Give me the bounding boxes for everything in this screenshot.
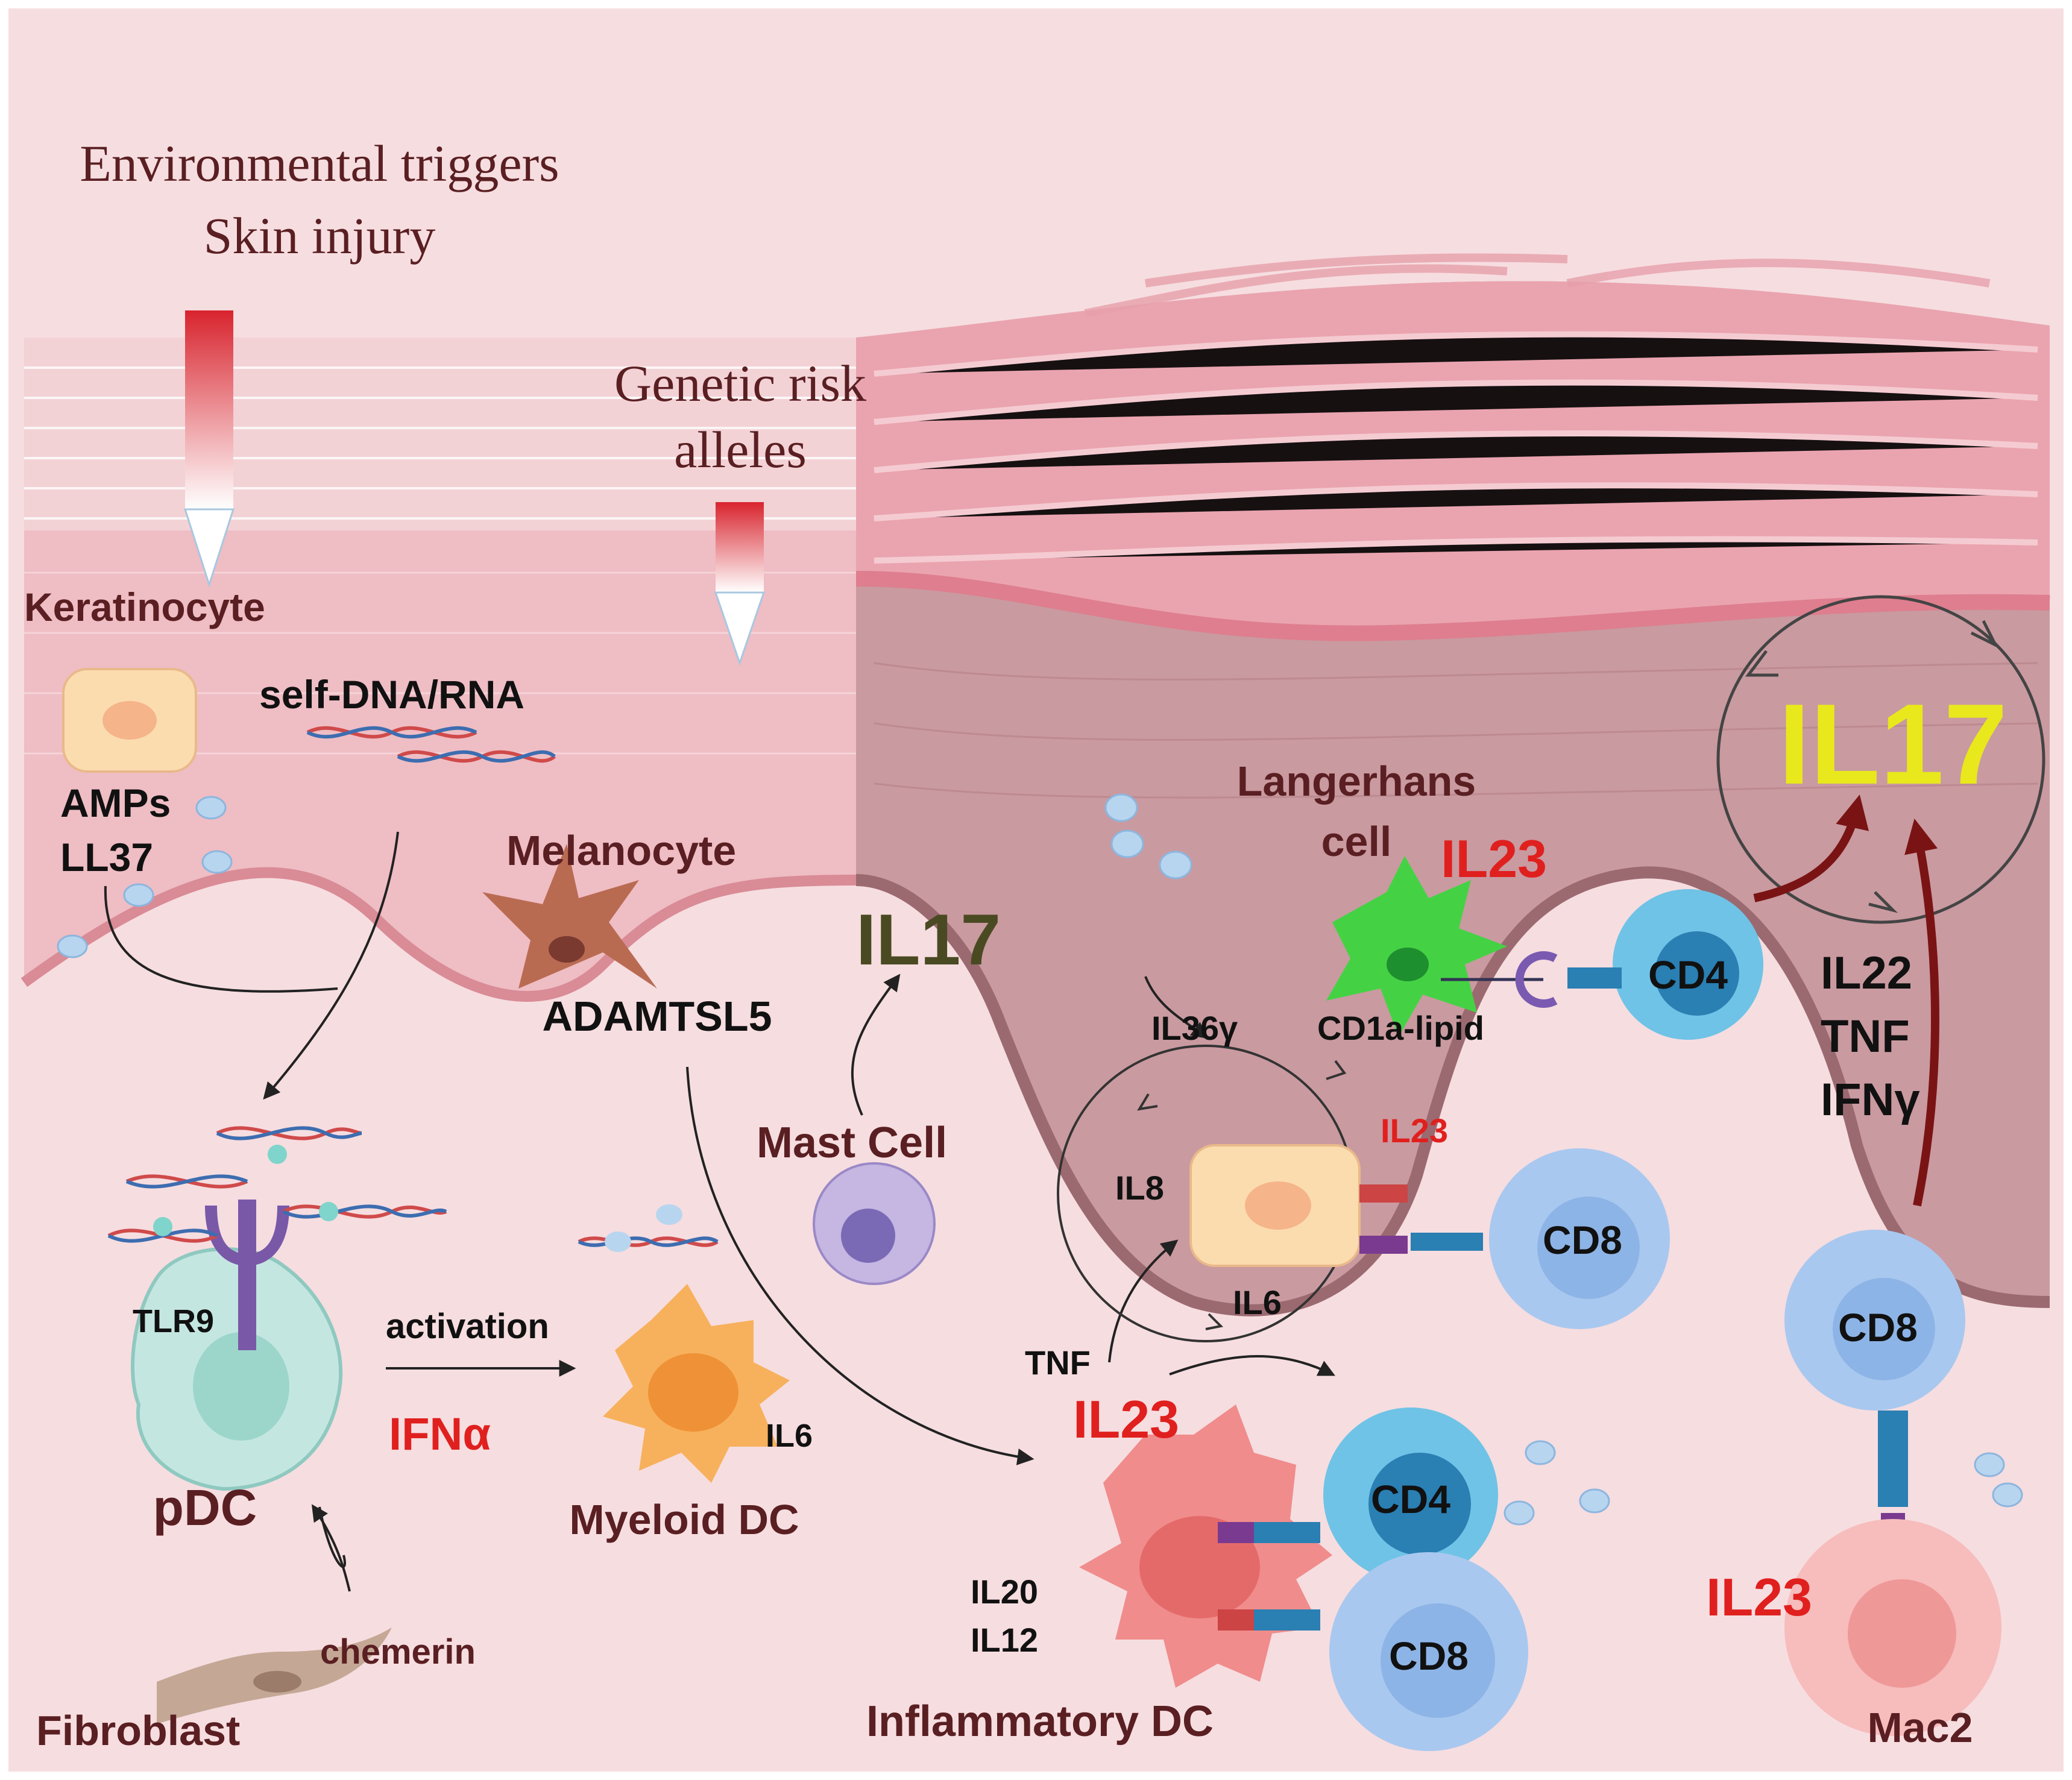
amp-droplets xyxy=(57,793,2023,1526)
tcr-receptor-mid xyxy=(1359,1236,1408,1254)
cd8-cell-lower-nucleus xyxy=(1381,1603,1495,1718)
label-mast-cell: Mast Cell xyxy=(757,1119,947,1167)
label-amps: AMPs xyxy=(60,781,171,825)
label-il12: IL12 xyxy=(971,1621,1038,1659)
label-self-dna-rna: self-DNA/RNA xyxy=(259,672,524,717)
label-activation: activation xyxy=(386,1307,549,1346)
label-il17-big: IL17 xyxy=(1778,681,2007,808)
label-ifn-gamma: IFNγ xyxy=(1821,1074,1920,1125)
label-il23-mac2: IL23 xyxy=(1706,1567,1812,1627)
label-il17-mid: IL17 xyxy=(856,899,1001,980)
label-skin-injury: Skin injury xyxy=(204,207,436,265)
tlr9-receptor xyxy=(205,1200,289,1350)
langerhans-cell xyxy=(1326,856,1507,1037)
infl-dc-receptor-lower xyxy=(1218,1609,1254,1631)
cd8-cell-mid-nucleus xyxy=(1537,1197,1640,1299)
label-alleles: alleles xyxy=(674,421,807,479)
red-arrow-to-il17-right xyxy=(1904,819,1939,1207)
cd1a-receptor xyxy=(1515,951,1558,1008)
label-pdc: pDC xyxy=(153,1479,257,1536)
label-il6-myeloid: IL6 xyxy=(766,1418,813,1454)
mac2-cell xyxy=(1784,1519,2001,1736)
cd4-cell-lower-nucleus xyxy=(1368,1453,1471,1555)
label-cd8-right: CD8 xyxy=(1838,1305,1918,1350)
il23-receptor-mid xyxy=(1359,1184,1408,1203)
pdc-amp-droplets xyxy=(153,1145,338,1236)
label-tnf: TNF xyxy=(1025,1344,1091,1382)
myeloid-dna-strand xyxy=(578,1236,719,1247)
cd4-cell-upper-nucleus xyxy=(1655,931,1739,1016)
melanocyte-cell xyxy=(482,844,657,989)
cd4-upper-receptor xyxy=(1567,967,1622,989)
pdc-cell xyxy=(131,1247,343,1491)
label-cd4-upper: CD4 xyxy=(1648,952,1728,997)
label-langerhans-cell: cell xyxy=(1321,818,1392,865)
loop-arrowhead-1 xyxy=(1137,1093,1158,1111)
label-chemerin: chemerin xyxy=(320,1632,476,1672)
right-epidermis xyxy=(856,281,2050,1316)
label-genetic-risk: Genetic risk xyxy=(614,354,866,412)
genetic-risk-arrow-tip xyxy=(714,591,766,666)
cd4-lower-receptor xyxy=(1254,1522,1320,1543)
fibroblast-cell xyxy=(157,1627,392,1724)
genetic-risk-arrow xyxy=(716,502,764,593)
loop-arrowhead-2 xyxy=(1326,1060,1347,1080)
flow-arrows xyxy=(104,831,1336,1592)
loop-keratinocyte-nucleus xyxy=(1245,1181,1311,1230)
label-inflammatory-dc: Inflammatory DC xyxy=(866,1697,1214,1746)
il17-cycle-arrowhead-3 xyxy=(1868,891,1898,913)
label-il8: IL8 xyxy=(1115,1169,1164,1207)
label-mac2: Mac2 xyxy=(1867,1704,1973,1751)
mast-cell-nucleus xyxy=(841,1209,895,1263)
label-il23-inflammatory: IL23 xyxy=(1073,1389,1179,1449)
label-tlr9: TLR9 xyxy=(133,1303,214,1339)
environmental-trigger-arrow xyxy=(185,310,233,509)
myeloid-droplets xyxy=(605,1204,682,1252)
label-keratinocyte: Keratinocyte xyxy=(24,585,265,629)
label-cd8-mid: CD8 xyxy=(1543,1218,1622,1262)
label-ll37: LL37 xyxy=(60,835,153,879)
stratum-corneum-waves xyxy=(1084,253,1991,318)
cd8-right-receptor xyxy=(1878,1410,1908,1507)
label-il20: IL20 xyxy=(971,1573,1038,1611)
label-cd1a-lipid: CD1a-lipid xyxy=(1317,1009,1484,1047)
label-tnf-right: TNF xyxy=(1821,1011,1910,1062)
loop-arrowhead-3 xyxy=(1205,1313,1224,1330)
cd8-cell-right-nucleus xyxy=(1833,1278,1935,1380)
label-cd8-lower: CD8 xyxy=(1389,1634,1469,1678)
label-il22: IL22 xyxy=(1821,948,1912,999)
label-langerhans: Langerhans xyxy=(1237,758,1476,805)
il17-cycle-arrowhead-2 xyxy=(1970,620,1999,649)
label-melanocyte: Melanocyte xyxy=(506,827,736,874)
infl-dc-receptor-upper xyxy=(1218,1522,1254,1543)
il17-cycle-circle xyxy=(1716,595,2045,924)
cd8-receptor-mid xyxy=(1411,1233,1483,1251)
label-cd4-lower: CD4 xyxy=(1371,1477,1450,1521)
label-il6-loop: IL6 xyxy=(1233,1283,1282,1321)
keratinocyte-nucleus xyxy=(102,701,157,740)
myeloid-dc-cell xyxy=(603,1284,790,1483)
label-env-triggers: Environmental triggers xyxy=(80,134,559,192)
label-il23-small: IL23 xyxy=(1381,1112,1448,1149)
environmental-trigger-arrow-tip xyxy=(183,508,235,588)
red-arrow-to-il17-left xyxy=(1753,794,1869,902)
label-adamtsl5: ADAMTSL5 xyxy=(542,993,772,1040)
label-ifn-alpha: IFNα xyxy=(389,1409,491,1460)
label-il36-gamma: IL36γ xyxy=(1151,1009,1238,1047)
label-myeloid-dc: Myeloid DC xyxy=(569,1496,799,1543)
cd8-lower-receptor xyxy=(1254,1609,1320,1631)
label-fibroblast: Fibroblast xyxy=(36,1707,240,1754)
self-dna-strands xyxy=(306,726,556,763)
label-il23-langerhans: IL23 xyxy=(1441,829,1547,888)
il17-cycle-arrowhead-1 xyxy=(1745,650,1778,677)
